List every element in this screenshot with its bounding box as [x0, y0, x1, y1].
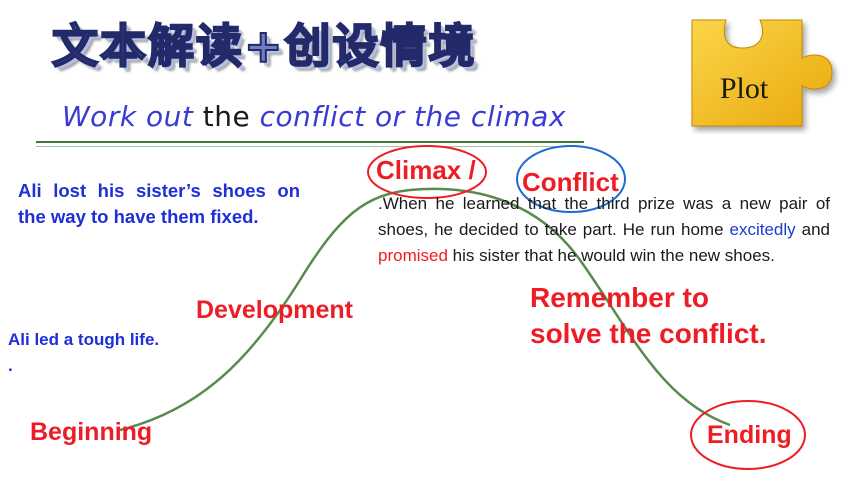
- stage-climax-label: Climax /: [376, 155, 476, 185]
- subtitle-part-2: the: [193, 100, 260, 133]
- climax-text-excitedly: excitedly: [729, 220, 796, 239]
- subtitle: Work out the conflict or the climax: [62, 100, 566, 133]
- stage-ending-label: Ending: [707, 421, 792, 449]
- remember-line-1: Remember to: [530, 282, 709, 313]
- subtitle-part-3: conflict or the climax: [259, 100, 566, 133]
- title-underline-shadow: [36, 146, 584, 147]
- note-tough-life: Ali led a tough life.: [8, 330, 160, 349]
- remember-note: Remember to solve the conflict.: [530, 280, 767, 352]
- page-title-chinese: 文本解读+创设情境: [51, 18, 477, 74]
- remember-line-2: solve the conflict.: [530, 318, 767, 349]
- plot-label: Plot: [720, 72, 769, 105]
- climax-text-promised: promised: [378, 246, 448, 265]
- stage-conflict-label: Conflict: [522, 167, 619, 197]
- climax-text-3: and: [795, 220, 830, 239]
- climax-text-5: his sister that he would win the new sho…: [447, 246, 775, 265]
- climax-text-1: .When he learned that the third prize wa…: [378, 194, 830, 239]
- stage-development-label: Development: [196, 296, 353, 324]
- subtitle-part-1: Work out: [62, 100, 194, 133]
- note-dot: .: [8, 356, 13, 375]
- note-lost-shoes: Ali lost his sister’s shoes on the way t…: [18, 180, 300, 227]
- stage-beginning-label: Beginning: [30, 418, 153, 446]
- title-underline: [36, 141, 584, 143]
- climax-description: .When he learned that the third prize wa…: [378, 191, 830, 269]
- plot-puzzle-icon: Plot: [691, 19, 833, 127]
